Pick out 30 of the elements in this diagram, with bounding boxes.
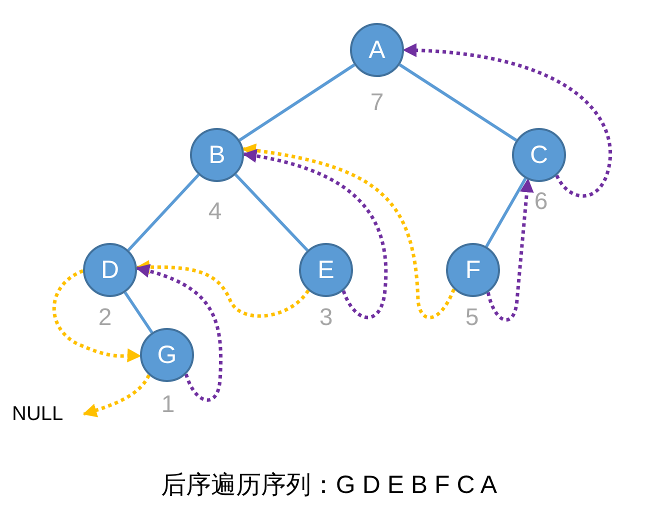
thread-arrow — [136, 264, 222, 402]
tree-node: C — [512, 128, 566, 182]
tree-edge — [238, 64, 356, 142]
thread-arrow — [82, 374, 150, 418]
tree-edge — [127, 174, 200, 252]
tree-node: E — [299, 243, 353, 297]
tree-edge — [398, 63, 518, 142]
thread-arrow — [136, 260, 310, 318]
order-number: 3 — [319, 306, 333, 330]
caption: 后序遍历序列：G D E B F C A — [160, 471, 498, 499]
tree-node: F — [446, 243, 500, 297]
order-number: 7 — [370, 91, 384, 115]
thread-arrow — [402, 44, 612, 198]
order-number: 5 — [465, 306, 479, 330]
order-number: 2 — [98, 306, 112, 330]
tree-node: G — [140, 328, 194, 382]
tree-edge — [124, 292, 154, 334]
tree-edge — [485, 178, 527, 248]
tree-node: A — [350, 23, 404, 77]
thread-arrow — [486, 178, 534, 322]
tree-edge — [234, 174, 309, 252]
tree-node: D — [83, 243, 137, 297]
order-number: 1 — [161, 393, 175, 417]
tree-node: B — [190, 128, 244, 182]
null-label: NULL — [12, 404, 64, 424]
thread-arrow — [242, 144, 456, 320]
order-number: 6 — [534, 190, 548, 214]
thread-arrow — [242, 149, 388, 320]
thread-arrow — [52, 269, 142, 363]
order-number: 4 — [208, 200, 222, 224]
